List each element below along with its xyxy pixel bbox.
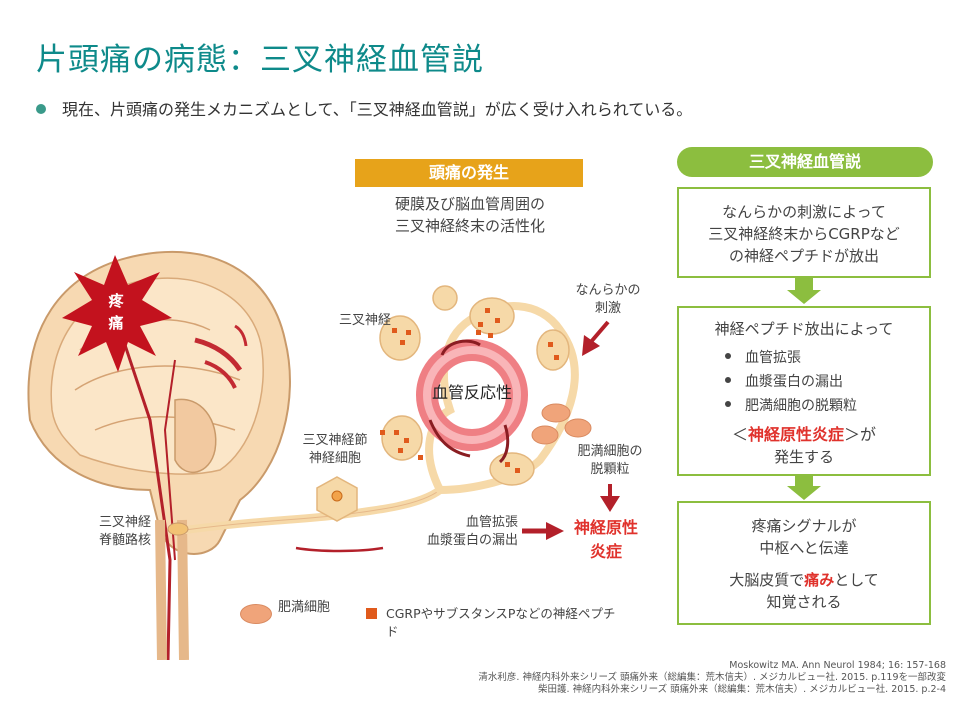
neuropeptide-legend-icon (366, 608, 377, 619)
mast-cells (531, 403, 592, 445)
onset-description: 硬膜及び脳血管周囲の三叉神経終末の活性化 (394, 195, 545, 235)
neuropeptide-granules (380, 308, 559, 473)
list-item: 血漿蛋白の漏出 (725, 370, 929, 394)
label-mast-degranulation: 肥満細胞の脱顆粒 (577, 444, 643, 477)
degranulation-arrow-icon (600, 496, 620, 512)
list-item: 血管拡張 (725, 346, 929, 370)
label-vascular-reactivity: 血管反応性 (431, 383, 512, 402)
label-trigeminal-ganglion: 三叉神経節神経細胞 (302, 433, 368, 466)
pain-label: 疼痛 (108, 292, 124, 332)
flow-arrow-2 (795, 476, 813, 488)
nerve-terminals (379, 285, 570, 486)
bullet-dot-icon (725, 377, 731, 383)
flow-box-perception: 疼痛シグナルが 中枢へと伝達 大脳皮質で痛みとして 知覚される (677, 501, 931, 625)
bullet-dot-icon (36, 103, 46, 114)
bullet-text: 現在、片頭痛の発生メカニズムとして、「三叉神経血管説」が広く受け入れられている。 (62, 100, 693, 119)
flow-arrow-2-head-icon (787, 486, 821, 500)
onset-title-box: 頭痛の発生 (355, 159, 583, 187)
bullet-line: 現在、片頭痛の発生メカニズムとして、「三叉神経血管説」が広く受け入れられている。 (36, 96, 692, 120)
flow-box-release: なんらかの刺激によって 三叉神経終末からCGRPなど の神経ペプチドが放出 (677, 187, 931, 278)
page-title: 片頭痛の病態：三叉神経血管説 (36, 42, 484, 78)
label-spinal-nucleus: 三叉神経脊髄路核 (98, 515, 151, 548)
pain-starburst-icon (62, 255, 172, 372)
references: Moskowitz MA. Ann Neurol 1984; 16: 157-1… (478, 660, 946, 695)
label-trigeminal-nerve: 三叉神経 (338, 313, 391, 328)
label-stimulus: なんらかの刺激 (575, 283, 641, 316)
stimulus-arrow-icon (582, 335, 600, 356)
flow-box-inflammation: 神経ペプチド放出によって 血管拡張 血漿蛋白の漏出 肥満細胞の脱顆粒 ＜神経原性… (677, 306, 931, 476)
effects-list: 血管拡張 血漿蛋白の漏出 肥満細胞の脱顆粒 (725, 346, 929, 418)
legend-mast-cell: 肥満細胞 (278, 600, 331, 615)
bullet-dot-icon (725, 353, 731, 359)
legend-neuropeptide: CGRPやサブスタンスPなどの神経ペプチド (386, 606, 616, 639)
flow-arrow-1-head-icon (787, 290, 821, 304)
label-neurogenic-inflammation: 神経原性炎症 (573, 518, 638, 561)
bullet-dot-icon (725, 401, 731, 407)
list-item: 肥満細胞の脱顆粒 (725, 394, 929, 418)
label-vasodilation: 血管拡張血漿蛋白の漏出 (426, 515, 518, 548)
inflammation-arrow-icon (546, 522, 564, 540)
mast-cell-legend-icon (240, 604, 272, 624)
flow-arrow-1 (795, 278, 813, 292)
migraine-illustration (27, 250, 620, 660)
theory-header: 三叉神経血管説 (677, 147, 933, 177)
